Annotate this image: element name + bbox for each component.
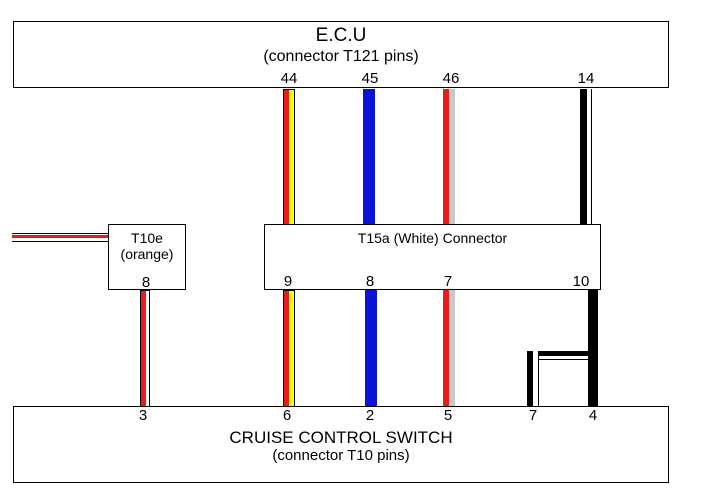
t10e-label-line1: T10e	[131, 230, 163, 246]
ecu-pin-44: 44	[280, 70, 298, 87]
wire-red-grey-upper	[443, 89, 455, 225]
switch-title: CRUISE CONTROL SWITCH	[229, 428, 453, 447]
ecu-box: E.C.U (connector T121 pins)	[13, 21, 669, 88]
switch-pin-7: 7	[528, 407, 538, 424]
t15a-pin-10: 10	[572, 273, 590, 290]
switch-pin-5: 5	[443, 407, 453, 424]
switch-pin-4: 4	[588, 407, 598, 424]
t15a-pin-8: 8	[365, 273, 375, 290]
switch-pin-3: 3	[138, 407, 148, 424]
t10e-connector: T10e (orange) 8	[108, 224, 186, 290]
ecu-pin-45: 45	[361, 70, 379, 87]
wire-red-yellow-upper	[283, 89, 295, 225]
wire-t10e-stub	[12, 233, 108, 242]
wire-red-white-lower	[140, 290, 150, 407]
ecu-subtitle: (connector T121 pins)	[263, 48, 419, 65]
cruise-control-switch: CRUISE CONTROL SWITCH (connector T10 pin…	[13, 406, 669, 483]
wire-black-pin10-lower	[588, 290, 598, 407]
t10e-label-line2: (orange)	[120, 246, 174, 262]
switch-pin-6: 6	[282, 407, 292, 424]
ecu-pin-46: 46	[442, 70, 460, 87]
t15a-connector: T15a (White) Connector	[264, 224, 601, 290]
switch-pin-2: 2	[365, 407, 375, 424]
ecu-title: E.C.U	[315, 25, 367, 46]
wire-blue-lower	[365, 290, 377, 407]
wire-black-white-pin7	[527, 351, 539, 407]
t15a-pin-7: 7	[443, 273, 453, 290]
t15a-pin-9: 9	[283, 273, 293, 290]
wire-black-bridge-white	[533, 356, 588, 360]
wire-red-grey-lower	[443, 290, 455, 407]
wire-black-bridge	[527, 351, 594, 356]
wire-black-white-upper	[580, 89, 592, 225]
ecu-pin-14: 14	[577, 70, 595, 87]
wire-blue-upper	[363, 89, 375, 225]
wire-red-yellow-lower	[283, 290, 295, 407]
t15a-label: T15a (White) Connector	[357, 230, 508, 246]
switch-subtitle: (connector T10 pins)	[272, 447, 410, 464]
t10e-pin-8: 8	[141, 274, 151, 291]
